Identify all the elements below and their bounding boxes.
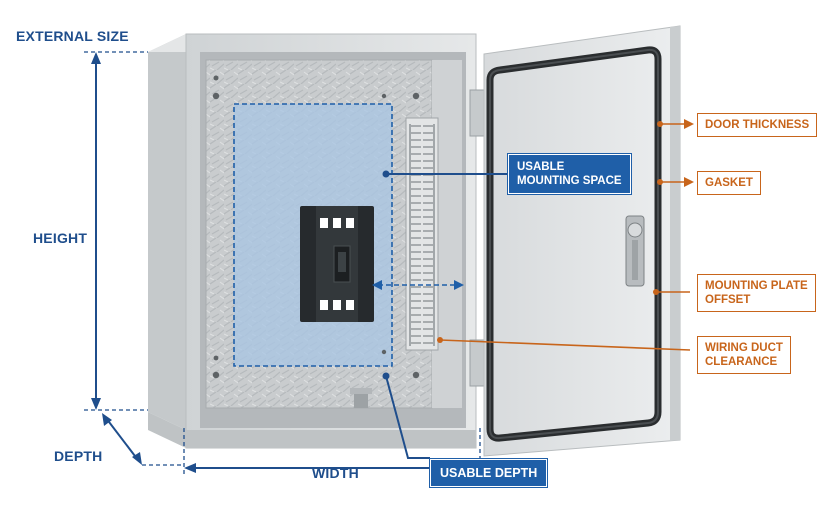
circuit-breaker-icon [300,206,374,322]
mounting-plate-offset-line1: MOUNTING PLATE [705,280,808,292]
dimension-lines [91,52,480,473]
external-size-label: EXTERNAL SIZE [16,28,129,44]
extension-lines [84,51,481,476]
enclosure-door [483,25,681,457]
cable-gland [350,388,372,408]
width-label: WIDTH [312,465,359,481]
usable-mounting-space-callout: USABLE MOUNTING SPACE [507,153,632,195]
usable-mounting-space-line2: MOUNTING SPACE [517,175,622,187]
usable-mounting-space-line1: USABLE [517,161,565,173]
door-thickness-callout: DOOR THICKNESS [697,113,818,137]
door-lock-icon [625,215,645,287]
mounting-plate-offset-callout: MOUNTING PLATE OFFSET [697,274,816,312]
height-label: HEIGHT [33,230,88,246]
wiring-duct-clearance-callout: WIRING DUCT CLEARANCE [697,336,791,374]
usable-depth-leader [382,372,430,459]
mounting-space-leader [382,170,510,178]
gasket-callout: GASKET [697,171,761,195]
wiring-duct-clearance-line2: CLEARANCE [705,356,778,368]
mounting-holes [212,75,420,379]
orange-leader-ends [437,119,694,343]
depth-label: DEPTH [54,448,103,464]
usable-depth-callout: USABLE DEPTH [428,458,549,488]
wiring-duct [405,117,439,351]
usable-depth-arrow [372,280,464,290]
mounting-plate-offset-line2: OFFSET [705,294,751,306]
wiring-duct-clearance-line1: WIRING DUCT [705,342,783,354]
hinge-icon [469,89,487,387]
